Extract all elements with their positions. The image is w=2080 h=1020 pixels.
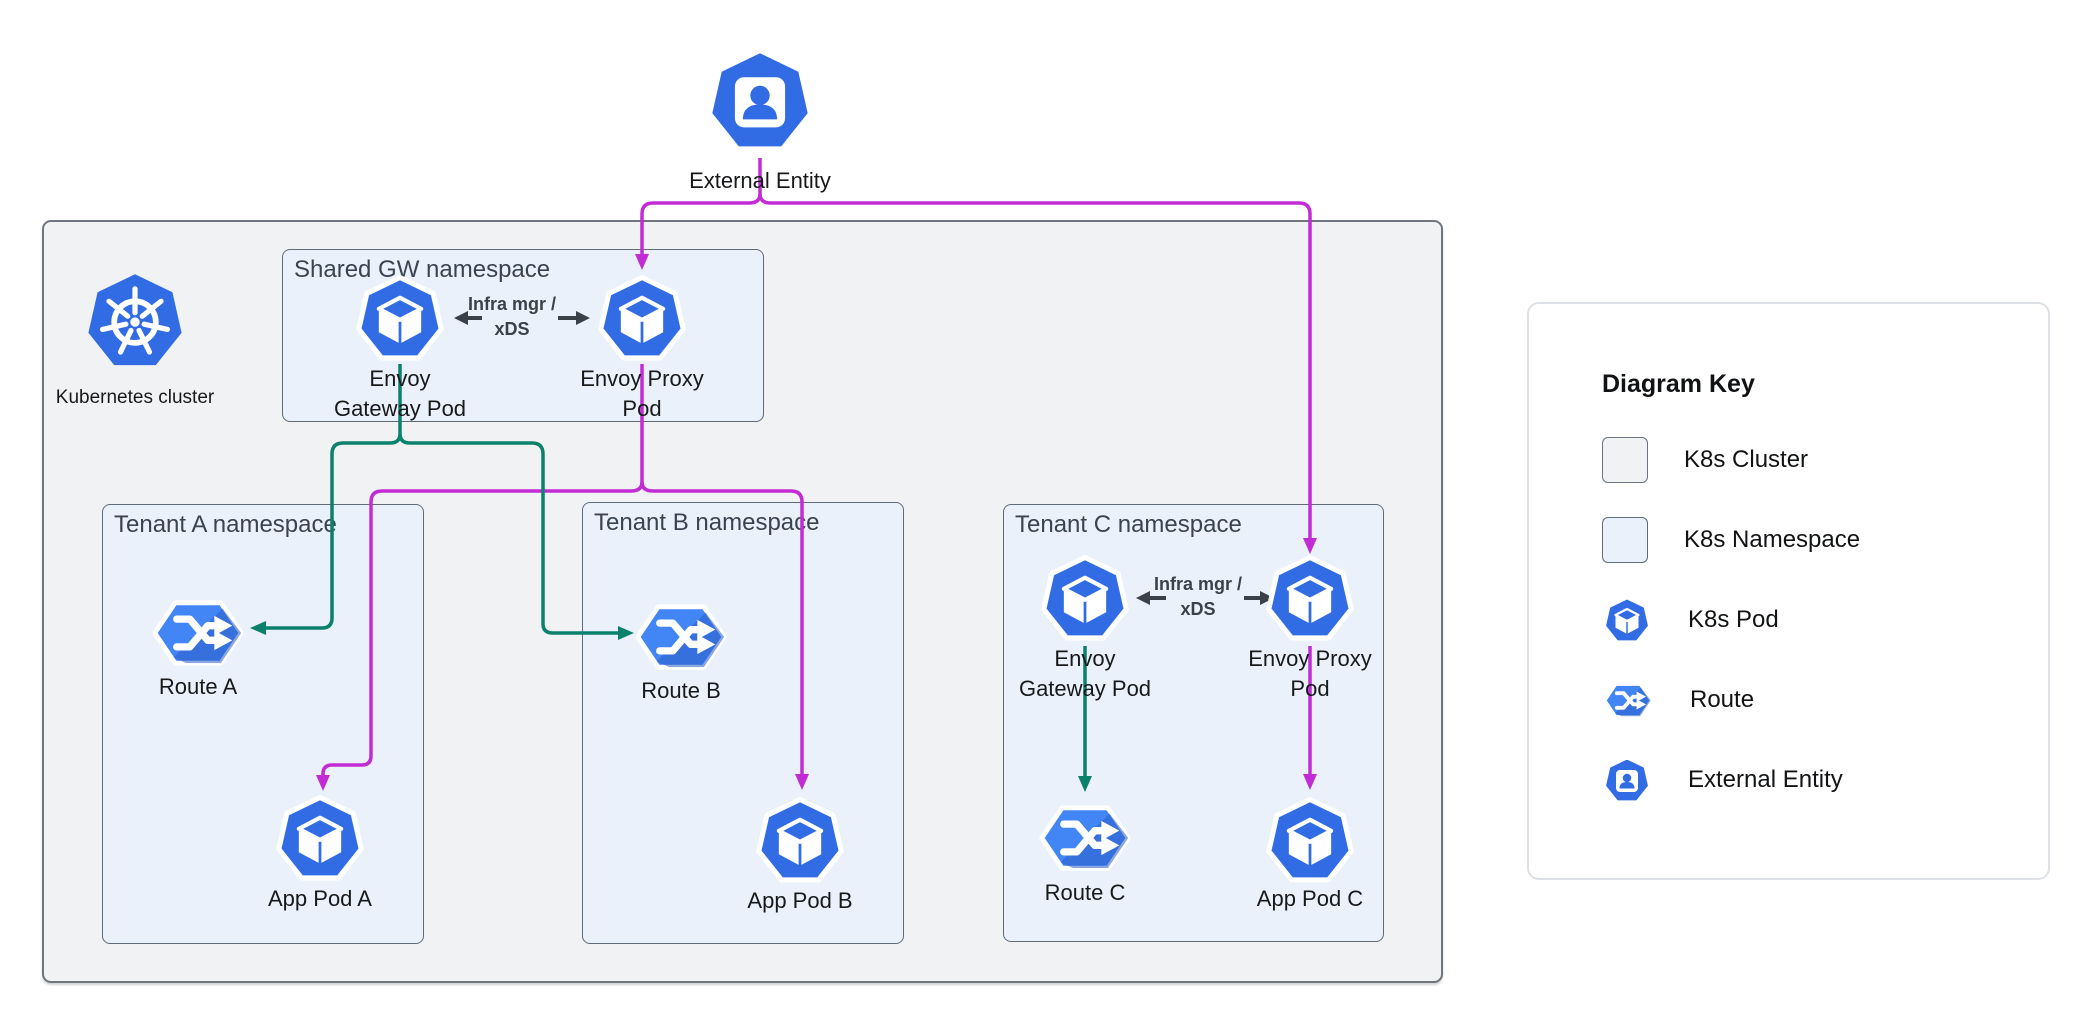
key-label: K8s Pod [1688,606,1779,633]
key-row-k8s-namespace: K8s Namespace [1602,516,2048,564]
key-row-k8s-cluster: K8s Cluster [1602,436,2048,484]
route-a-label: Route A [158,674,238,699]
kubernetes-cluster-label: Kubernetes cluster [55,387,215,408]
label-line: Infra mgr / [467,294,557,314]
label-line: Infra mgr / [1153,574,1243,594]
label-line: Gateway Pod [333,396,467,421]
key-row-external-entity: External Entity [1602,756,2048,804]
key-row-k8s-pod: K8s Pod [1602,596,2048,644]
cluster-swatch [1602,437,1648,483]
shared-envoy-gateway-pod-icon [354,272,446,364]
route-b-label: Route B [641,678,721,703]
tenant-b-namespace-box: Tenant B namespace [582,502,904,944]
label-line: xDS [1180,599,1216,619]
key-row-route: Route [1602,676,2048,724]
external-entity-icon [703,43,817,157]
route-c-icon [1036,797,1134,879]
key-label: K8s Namespace [1684,526,1861,553]
kubernetes-logo-icon [83,268,187,372]
route-icon [1602,679,1654,722]
shared-envoy-proxy-pod-label: Envoy Proxy Pod [580,364,704,424]
diagram-key-panel: Diagram Key K8s Cluster K8s Namespace K8… [1527,302,2050,880]
namespace-swatch [1602,517,1648,563]
app-pod-c-label: App Pod C [1256,886,1364,911]
label-line: Envoy Proxy [580,366,704,391]
label-line: Envoy [369,366,431,391]
route-c-label: Route C [1044,880,1126,905]
key-label: Route [1690,686,1755,713]
label-line: Pod [622,396,662,421]
label-line: Gateway Pod [1018,676,1152,701]
k8s-pod-icon [1602,595,1652,645]
label-line: Envoy Proxy [1248,646,1372,671]
key-label: K8s Cluster [1684,446,1809,473]
app-pod-c-icon [1264,794,1356,886]
external-entity-icon [1602,755,1652,805]
label-line: Pod [1290,676,1330,701]
shared-envoy-proxy-pod-icon [596,272,688,364]
app-pod-a-label: App Pod A [268,886,372,911]
shared-xds-label: Infra mgr / xDS [468,292,556,342]
tenant-c-envoy-gateway-pod-label: Envoy Gateway Pod [1019,644,1151,704]
tenant-a-namespace-box: Tenant A namespace [102,504,424,944]
tenant-c-xds-label: Infra mgr / xDS [1154,572,1242,622]
route-b-icon [632,596,730,678]
tenant-c-namespace-title: Tenant C namespace [1015,511,1242,538]
app-pod-a-icon [274,792,366,884]
label-line: xDS [494,319,530,339]
app-pod-b-label: App Pod B [747,888,853,913]
tenant-b-namespace-title: Tenant B namespace [594,509,820,536]
label-line: Envoy [1054,646,1116,671]
key-label: External Entity [1688,766,1843,793]
app-pod-b-icon [754,794,846,886]
route-a-icon [149,592,247,674]
shared-envoy-gateway-pod-label: Envoy Gateway Pod [334,364,466,424]
tenant-c-envoy-proxy-pod-label: Envoy Proxy Pod [1248,644,1372,704]
tenant-c-envoy-proxy-pod-icon [1264,552,1356,644]
external-entity-label: External Entity [689,168,831,193]
tenant-a-namespace-title: Tenant A namespace [114,511,337,538]
diagram-key-title: Diagram Key [1602,370,1755,398]
shared-gw-namespace-title: Shared GW namespace [294,256,551,283]
tenant-c-envoy-gateway-pod-icon [1039,552,1131,644]
